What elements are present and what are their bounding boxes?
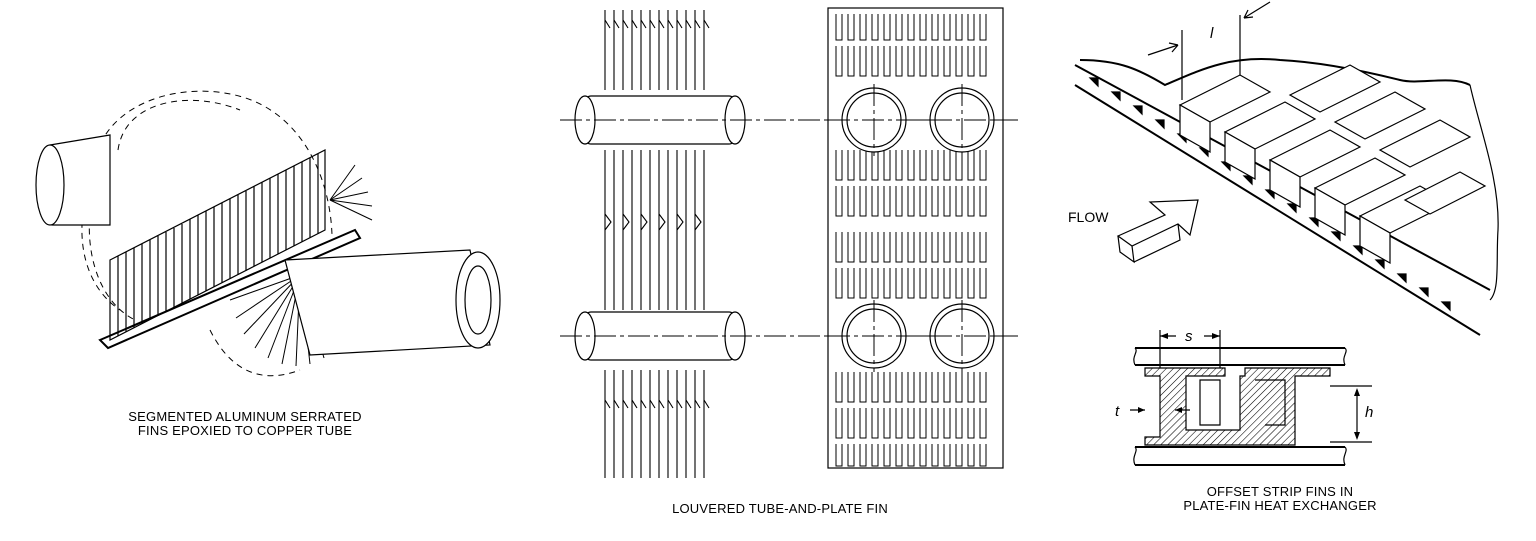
caption-offset-strip-fins-line1: OFFSET STRIP FINS IN	[1206, 484, 1354, 499]
caption-louvered-fin: LOUVERED TUBE-AND-PLATE FIN	[600, 502, 960, 516]
dimension-t-label: t	[1115, 403, 1120, 420]
dimension-h-label: h	[1365, 404, 1373, 421]
louvered-fin-side-view	[560, 10, 1018, 478]
louvered-fin-plate-view	[827, 7, 1018, 469]
caption-offset-strip-fins: OFFSET STRIP FINS IN PLATE-FIN HEAT EXCH…	[1150, 485, 1410, 513]
serrated-fin-tube-drawing	[35, 90, 501, 377]
offset-strip-fin-section	[1130, 330, 1372, 466]
dimension-s-label: s	[1185, 328, 1193, 345]
caption-serrated-fins: SEGMENTED ALUMINUM SERRATED FINS EPOXIED…	[85, 410, 405, 438]
offset-strip-fins	[1178, 64, 1487, 265]
caption-offset-strip-fins-line2: PLATE-FIN HEAT EXCHANGER	[1183, 498, 1377, 513]
serrated-fins	[109, 149, 326, 341]
caption-serrated-fins-line1: SEGMENTED ALUMINUM SERRATED	[128, 409, 362, 424]
dimension-l-label: l	[1210, 25, 1214, 42]
caption-serrated-fins-line2: FINS EPOXIED TO COPPER TUBE	[137, 423, 353, 438]
flow-label: FLOW	[1068, 209, 1109, 225]
offset-strip-fin-perspective	[1074, 1, 1499, 336]
caption-louvered-fin-line1: LOUVERED TUBE-AND-PLATE FIN	[672, 501, 888, 516]
